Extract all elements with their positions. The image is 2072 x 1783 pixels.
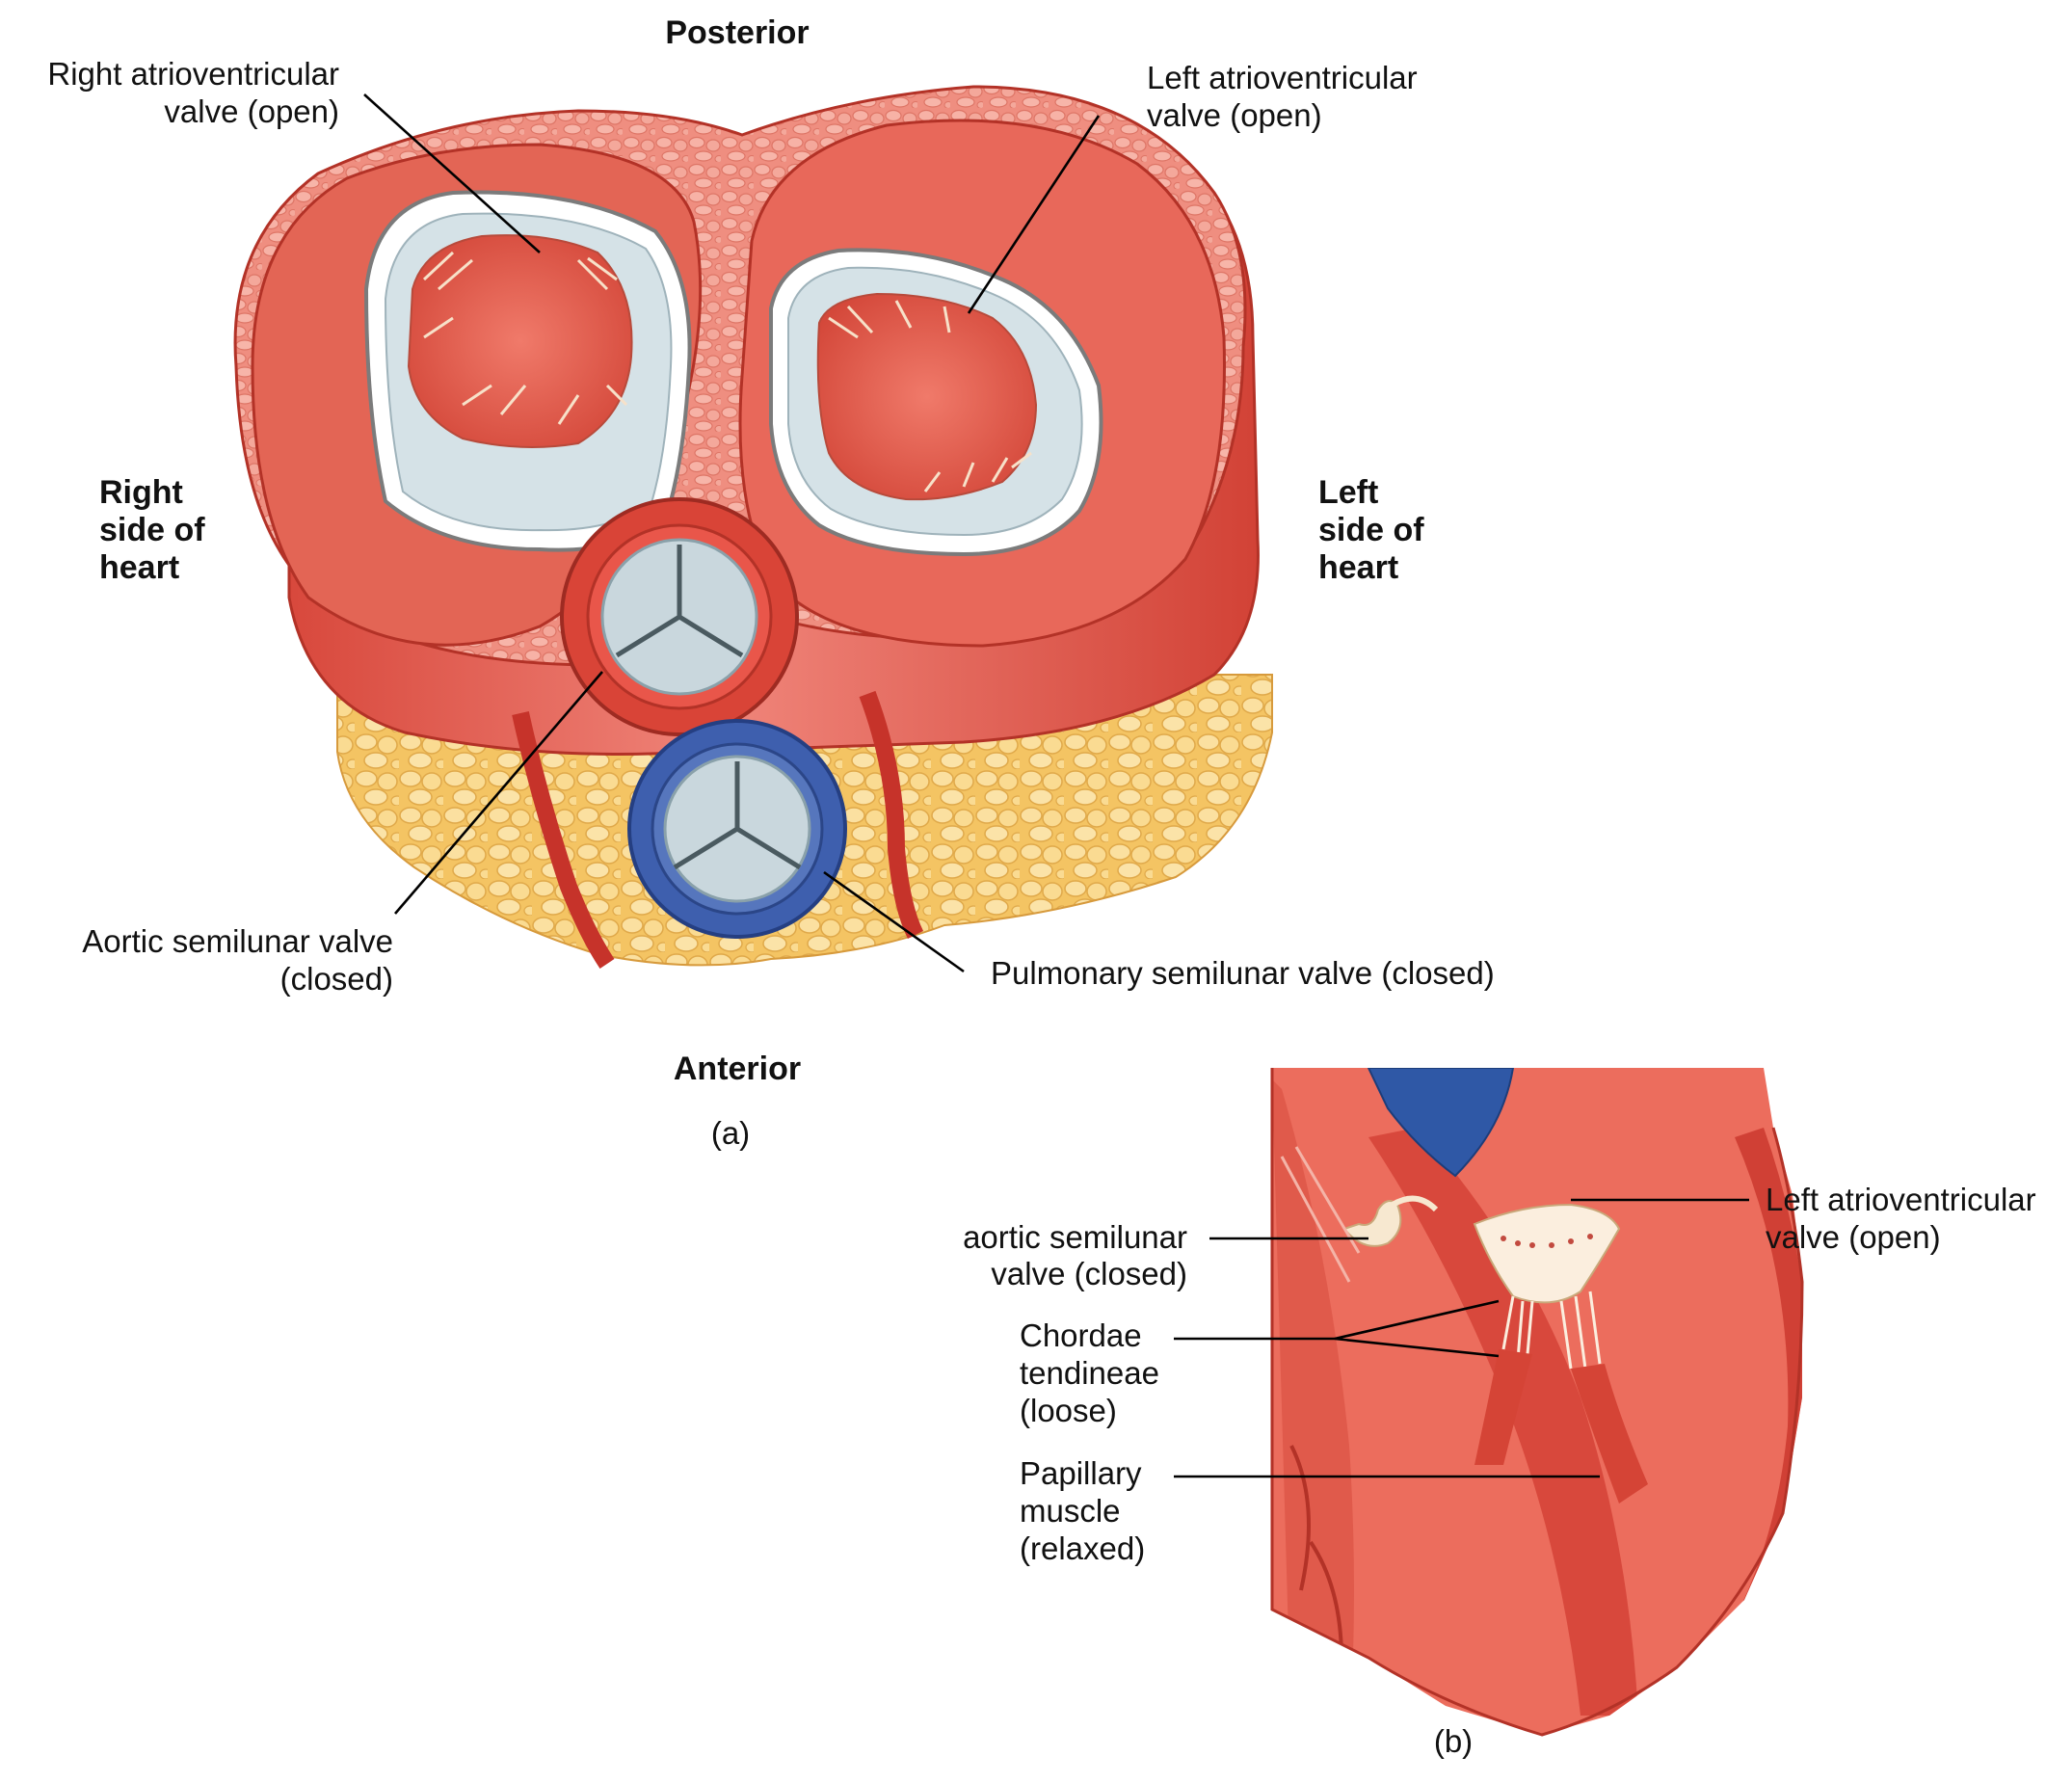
papillary-label-2: muscle	[1020, 1493, 1121, 1529]
caption-a: (a)	[711, 1115, 750, 1151]
caption-b: (b)	[1434, 1723, 1473, 1759]
papillary-muscle-1	[1474, 1349, 1532, 1465]
left-side-label-2: side of	[1318, 512, 1424, 548]
right-av-label-1: Right atrioventricular	[47, 56, 339, 92]
right-av-label-2: valve (open)	[164, 93, 339, 129]
heart-longitudinal-section	[1270, 1068, 1804, 1737]
left-chordae	[828, 300, 1032, 492]
leaders-b	[1174, 1198, 1749, 1478]
papillary-label-3: (relaxed)	[1020, 1530, 1145, 1566]
chordae-label-1: Chordae	[1020, 1317, 1142, 1353]
papillary-muscle-2	[1571, 1364, 1648, 1504]
chordae-label-2: tendineae	[1020, 1355, 1159, 1391]
left-side-label-3: heart	[1318, 549, 1398, 586]
coronary-artery-right	[512, 711, 615, 969]
aortic-b-label-2: valve (closed)	[991, 1256, 1187, 1291]
chordae-tendineae-b	[1501, 1291, 1602, 1370]
right-side-label-3: heart	[99, 549, 179, 586]
mitral-valve-funnel	[1473, 1203, 1621, 1304]
left-side-label-1: Left	[1318, 474, 1378, 511]
pulmonary-trunk	[1367, 1068, 1515, 1178]
right-side-label-1: Right	[99, 474, 183, 511]
pulmonary-valve-group	[627, 719, 847, 939]
aortic-valve-group	[560, 497, 799, 736]
right-side-label-2: side of	[99, 512, 205, 548]
aortic-b-label-1: aortic semilunar	[963, 1219, 1187, 1255]
coronary-artery-left	[859, 690, 924, 940]
labels-a: Posterior Anterior Right side of heart L…	[47, 14, 1494, 1151]
left-av-b-label-1: Left atrioventricular	[1766, 1182, 2036, 1217]
left-av-label-2: valve (open)	[1147, 97, 1322, 133]
aortic-label-1: Aortic semilunar valve	[82, 923, 393, 959]
right-chordae	[422, 251, 628, 425]
pulmonary-label: Pulmonary semilunar valve (closed)	[991, 955, 1495, 991]
anterior-label: Anterior	[674, 1051, 801, 1087]
heart-cross-section	[233, 85, 1273, 969]
left-av-b-label-2: valve (open)	[1766, 1219, 1941, 1255]
right-av-orifice	[407, 234, 633, 448]
leaders-a	[363, 93, 1101, 973]
papillary-label-1: Papillary	[1020, 1455, 1142, 1491]
left-av-label-1: Left atrioventricular	[1147, 60, 1418, 95]
labels-b: aortic semilunar valve (closed) Chordae …	[963, 1182, 2036, 1759]
posterior-label: Posterior	[665, 14, 809, 51]
aortic-label-2: (closed)	[280, 961, 393, 997]
chordae-label-3: (loose)	[1020, 1393, 1117, 1428]
left-av-orifice	[816, 292, 1038, 501]
